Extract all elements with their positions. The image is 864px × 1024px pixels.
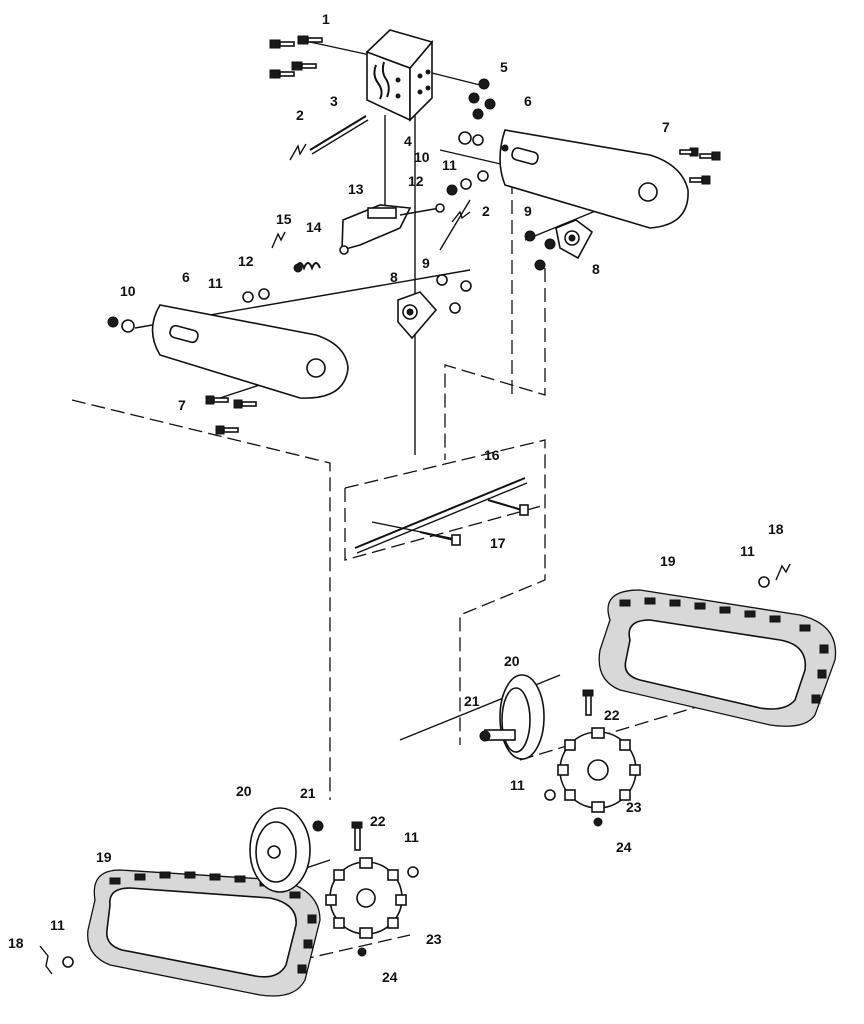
callout-11: 11: [208, 275, 223, 291]
callout-9: 9: [524, 203, 532, 219]
hairpin-part-2-top: [289, 143, 307, 161]
callout-19: 19: [660, 553, 676, 569]
callout-22: 22: [604, 707, 620, 723]
nuts-part-5: [468, 78, 496, 120]
callout-2: 2: [296, 107, 304, 123]
idler-wheel-part-20-left: [249, 807, 324, 893]
washer-pin-right: [544, 563, 791, 801]
track-part-19-right: [598, 589, 837, 727]
sprocket-part-23-right: [557, 689, 641, 827]
callout-24: 24: [382, 969, 398, 985]
chain-case-part-6-left: [151, 304, 349, 399]
callout-11: 11: [50, 917, 65, 933]
callout-21: 21: [300, 785, 316, 801]
callout-23: 23: [626, 799, 642, 815]
callout-7: 7: [178, 397, 186, 413]
hairpin-part-2-right: [451, 210, 471, 223]
callout-4: 4: [404, 133, 412, 149]
callout-1: 1: [322, 11, 330, 27]
callout-11: 11: [404, 829, 419, 845]
bolts-part-7-left: [205, 395, 257, 435]
nuts-part-9: [436, 230, 556, 314]
callout-8: 8: [390, 269, 398, 285]
pin-part-15: [271, 231, 286, 249]
callout-19: 19: [96, 849, 112, 865]
track-part-19-left: [87, 869, 321, 997]
callout-3: 3: [330, 93, 338, 109]
bracket-part-13: [339, 203, 445, 255]
spring-part-14: [293, 262, 321, 273]
callout-10: 10: [120, 283, 136, 299]
washers-right: [446, 131, 489, 196]
bolts-part-1: [269, 35, 323, 79]
callout-14: 14: [306, 219, 322, 235]
callout-21: 21: [464, 693, 480, 709]
callout-20: 20: [236, 783, 252, 799]
bolt-part-17: [419, 499, 529, 546]
callout-15: 15: [276, 211, 292, 227]
callout-7: 7: [662, 119, 670, 135]
callout-22: 22: [370, 813, 386, 829]
callout-2: 2: [482, 203, 490, 219]
callout-9: 9: [422, 255, 430, 271]
callout-11: 11: [740, 543, 755, 559]
callout-10: 10: [414, 149, 430, 165]
callout-8: 8: [592, 261, 600, 277]
u-bracket-part-4: [365, 29, 434, 122]
callout-12: 12: [238, 253, 254, 269]
bolts-part-7-right: [679, 147, 721, 185]
callout-17: 17: [490, 535, 506, 551]
callout-11: 11: [442, 157, 457, 173]
chain-case-part-6-right: [499, 129, 689, 229]
callout-12: 12: [408, 173, 424, 189]
idler-wheel-part-20-right: [479, 674, 545, 760]
callout-18: 18: [8, 935, 24, 951]
callout-24: 24: [616, 839, 632, 855]
callout-6: 6: [524, 93, 532, 109]
bearing-flange-part-8-center: [397, 291, 438, 340]
callout-20: 20: [504, 653, 520, 669]
assembly-guide-lines: [71, 140, 721, 961]
bearing-flange-part-8-right: [555, 219, 594, 260]
callout-18: 18: [768, 521, 784, 537]
washers-left: [107, 288, 270, 333]
callout-23: 23: [426, 931, 442, 947]
callout-13: 13: [348, 181, 364, 197]
callout-6: 6: [182, 269, 190, 285]
callout-11: 11: [510, 777, 525, 793]
sprocket-part-23-left: [325, 821, 419, 957]
washer-pin-left: [39, 945, 74, 975]
axle-part-16: [354, 477, 528, 554]
callout-16: 16: [484, 447, 500, 463]
callout-labels: 1 2 2 3 4 5 6 6 7 7 8 8 9 9 10 10 11 11 …: [8, 11, 784, 985]
callout-5: 5: [500, 59, 508, 75]
rod-part-3: [309, 115, 369, 155]
